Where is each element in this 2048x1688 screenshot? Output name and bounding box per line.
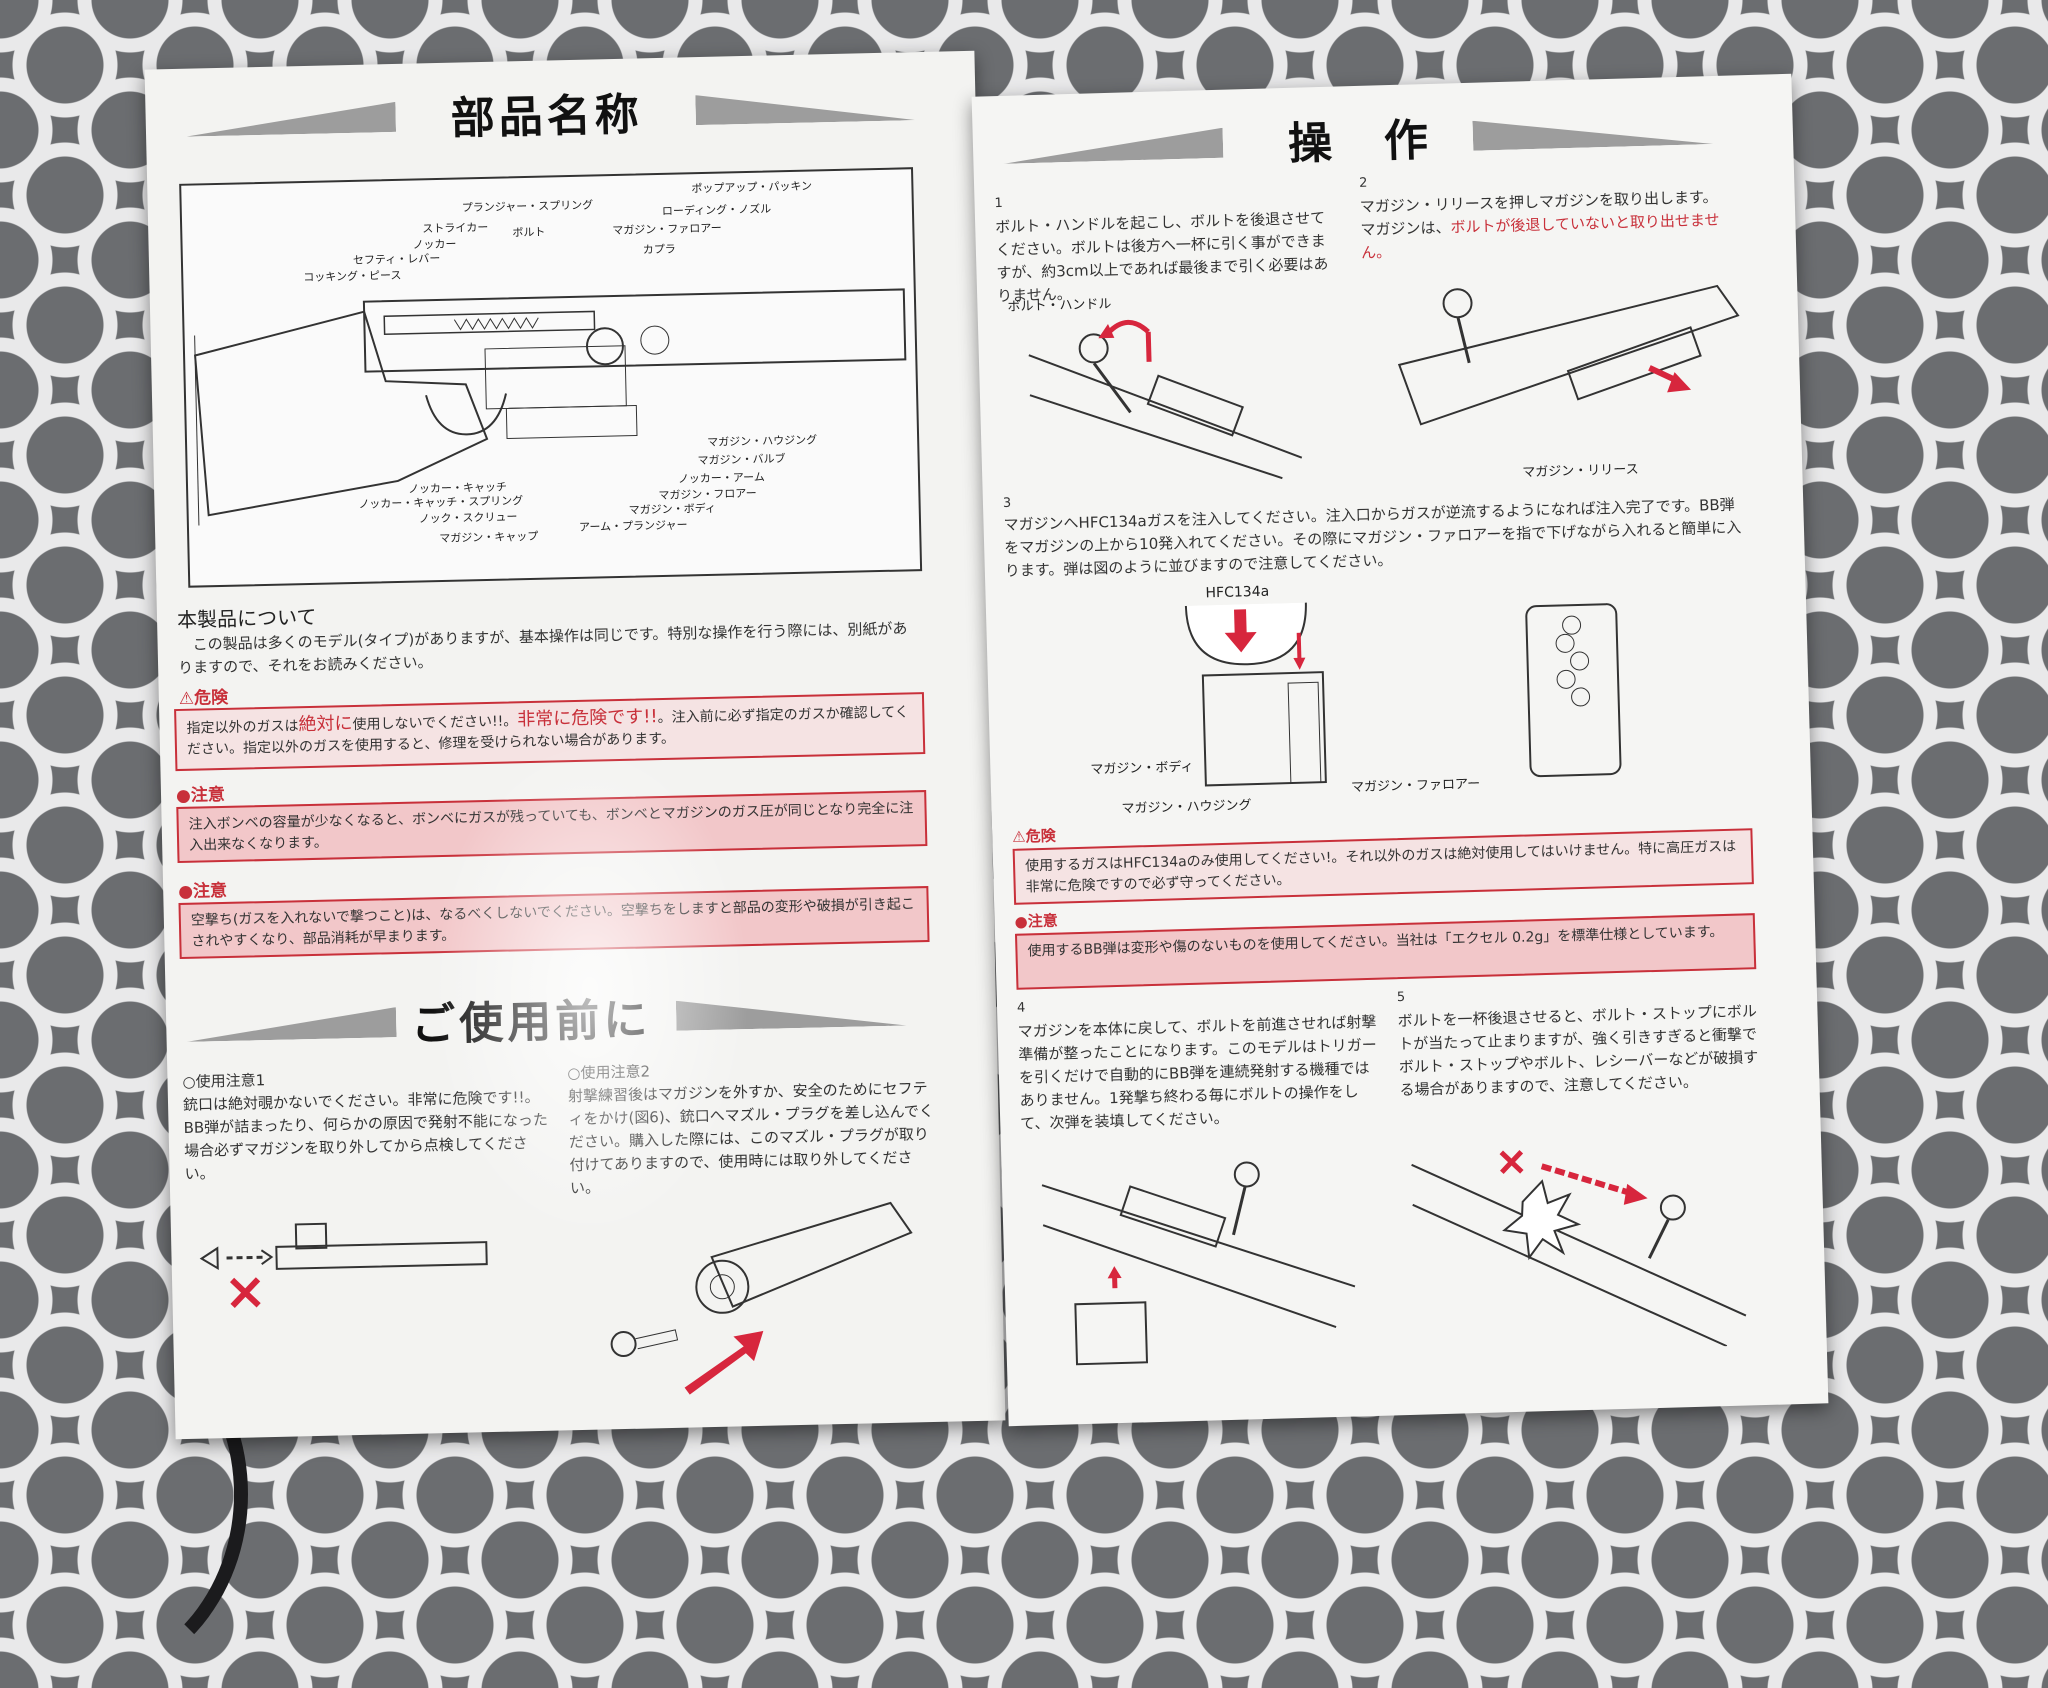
bolt-stop-drawing xyxy=(1411,1150,1747,1348)
usage2-text: 射撃練習後はマガジンを外すか、安全のためにセフティをかけ(図6)、銃口へマズル・… xyxy=(567,1079,935,1198)
label-safety-lever: セフティ・レバー xyxy=(352,251,441,267)
label-mag-housing: マガジン・ハウジング xyxy=(1121,798,1252,817)
danger-text-1: 指定以外のガスは xyxy=(186,718,299,737)
bolt-handle-drawing xyxy=(1028,319,1303,480)
usage1-text: 銃口は絶対覗かないでください。非常に危険です!!。BB弾が詰まったり、何らかの原… xyxy=(182,1087,549,1183)
label-knock-screw: ノック・スクリュー xyxy=(418,510,518,526)
label-mag-follower: マガジン・ファロアー xyxy=(1350,776,1481,796)
insert-magazine-drawing xyxy=(1041,1161,1356,1366)
step2-label-magazine-release: マガジン・リリース xyxy=(1522,462,1639,481)
right-warn2-label: ●注意 xyxy=(1014,911,1058,931)
step1-label-bolt-handle: ボルト・ハンドル xyxy=(1007,296,1112,315)
label-hop: カプラ xyxy=(642,242,676,257)
parts-title: 部品名称 xyxy=(450,89,644,145)
caution1-label: ●注意 xyxy=(175,784,226,807)
label-popup-packing: ポップアップ・パッキン xyxy=(691,179,813,196)
right-page: 操 作 1 ボルト・ハンドルを起こし、ボルトを後退させてください。ボルトは後方へ… xyxy=(971,73,1829,1427)
step1-number: 1 xyxy=(994,195,1004,212)
step4-number: 4 xyxy=(1016,1000,1026,1016)
caution2-box: 空撃ち(ガスを入れないで撃つこと)は、なるべくしないでください。空撃ちをしますと… xyxy=(178,886,930,960)
danger-text-4: 非常に危険です!! xyxy=(516,706,658,731)
label-striker: ストライカー xyxy=(422,220,489,236)
label-bolt: ボルト xyxy=(512,225,546,240)
operation-banner: 操 作 xyxy=(1002,95,1764,182)
label-mag-body: マガジン・ボディ xyxy=(1090,759,1194,778)
gas-label: HFC134a xyxy=(1205,583,1270,602)
danger-label: ⚠危険 xyxy=(178,687,229,709)
danger-box: 指定以外のガスは絶対に使用しないでください!!。非常に危険です!!。注入前に必ず… xyxy=(174,692,926,772)
gas-fill-drawing xyxy=(1184,602,1622,787)
danger-text-3: 使用しないでください!!。 xyxy=(352,713,518,734)
before-use-banner: ご使用前に xyxy=(186,977,947,1060)
magazine-release-drawing xyxy=(1397,284,1740,426)
label-plunger-spring: プランジャー・スプリング xyxy=(461,198,594,215)
label-knocker-arm: ノッカー・アーム xyxy=(677,470,765,486)
step2-number: 2 xyxy=(1358,175,1368,191)
muzzle-warning-drawing xyxy=(199,1222,488,1308)
usage1-title: ○使用注意1 xyxy=(182,1071,266,1091)
usage2-title: ○使用注意2 xyxy=(567,1062,651,1083)
rifle-cutaway-diagram: ポップアップ・パッキン プランジャー・スプリング ローディング・ノズル ストライ… xyxy=(179,167,923,588)
caution1-box: 注入ボンベの容量が少なくなると、ボンベにガスが残っていても、ボンベとマガジンのガ… xyxy=(176,790,928,864)
left-page: 部品名称 ポップアップ・パッキン プランジャー・スプリング ローディング・ノズル… xyxy=(144,50,1006,1440)
danger-text-2: 絶対に xyxy=(298,713,353,736)
parts-banner: 部品名称 xyxy=(185,71,946,154)
label-magazine-valve: マガジン・バルブ xyxy=(697,452,786,468)
muzzle-plug-drawing xyxy=(610,1201,913,1395)
label-magazine-body: マガジン・ボディ xyxy=(628,501,717,517)
caution2-label: ●注意 xyxy=(178,880,228,903)
rifle-cutaway-drawing xyxy=(193,288,907,526)
before-use-title: ご使用前に xyxy=(410,994,652,1051)
about-heading: 本製品について xyxy=(176,604,317,632)
step5-number: 5 xyxy=(1396,989,1406,1006)
step2-text: マガジン・リリースを押しマガジンを取り出します。マガジンは、ボルトが後退していな… xyxy=(1360,186,1732,265)
label-magazine-cap: マガジン・キャップ xyxy=(439,529,539,546)
label-arm-plunger: アーム・プランジャー xyxy=(578,518,688,534)
step3-text: マガジンへHFC134aガスを注入してください。注入口からガスが逆流するようにな… xyxy=(1003,495,1742,580)
operation-title: 操 作 xyxy=(1287,114,1433,170)
step4-text: マガジンを本体に戻して、ボルトを前進させれば射撃準備が整ったことになります。この… xyxy=(1017,1012,1377,1133)
right-warn1-box: 使用するガスはHFC134aのみ使用してください!。それ以外のガスは絶対使用して… xyxy=(1012,828,1754,905)
label-loading-nozzle: ローディング・ノズル xyxy=(661,202,772,218)
label-cocking-piece: コッキング・ピース xyxy=(303,268,402,285)
step5-text: ボルトを一杯後退させると、ボルト・ストップにボルトが当たって止まりますが、強く引… xyxy=(1397,1002,1759,1100)
right-warn2-box: 使用するBB弾は変形や傷のないものを使用してください。当社は「エクセル 0.2g… xyxy=(1014,913,1757,990)
right-warn1-label: ⚠危険 xyxy=(1012,826,1056,846)
label-magazine-follower: マガジン・ファロアー xyxy=(612,221,722,238)
label-magazine-housing: マガジン・ハウジング xyxy=(707,433,818,449)
step3-number: 3 xyxy=(1002,495,1012,511)
